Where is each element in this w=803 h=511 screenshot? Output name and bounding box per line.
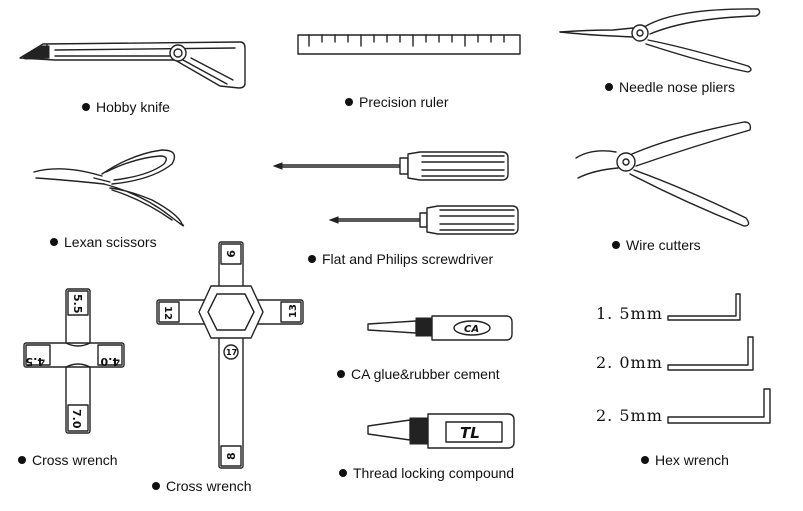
thread-locking-text: Thread locking compound [353,465,515,481]
screwdriver-text: Flat and Philips screwdriver [322,251,494,267]
needle-nose-pliers-text: Needle nose pliers [619,79,735,95]
wire-cutters-text: Wire cutters [626,237,701,253]
hobby-knife-label: Hobby knife [82,99,170,115]
large-cross-wrench-illustration: 5.5 9 12 13 17 8 [156,241,304,469]
tl-mark: TL [460,424,480,442]
hex-wrench-label: Hex wrench [641,452,729,468]
bullet-dot [612,241,620,249]
thread-locking-label: Thread locking compound [339,465,514,481]
hex-wrench-text: Hex wrench [655,452,729,468]
hex-size-3: 2. 5mm [596,406,663,425]
large-wrench-size-right: 13 [288,304,299,318]
large-wrench-size-left: 12 [162,306,173,320]
cross-wrench-small-label: Cross wrench [18,452,118,468]
ca-glue-label: CA glue&rubber cement [337,366,500,382]
precision-ruler-text: Precision ruler [359,94,449,110]
bullet-dot [339,469,347,477]
lexan-scissors-label: Lexan scissors [50,234,157,250]
ca-glue-text: CA glue&rubber cement [351,366,500,382]
cross-wrench-large-text: Cross wrench [166,478,252,494]
thread-locking-illustration: TL [367,413,515,449]
needle-nose-pliers-illustration [559,8,761,73]
needle-nose-pliers-label: Needle nose pliers [605,79,735,95]
lexan-scissors-illustration [33,149,185,227]
bullet-dot [308,255,316,263]
hobby-knife-illustration [19,41,246,89]
large-wrench-size-center: 17 [226,348,237,357]
bullet-dot [50,238,58,246]
bullet-dot [152,482,160,490]
screwdriver-label: Flat and Philips screwdriver [308,251,493,267]
ca-glue-illustration: CA [367,315,513,341]
precision-ruler-illustration [297,34,521,55]
hex-size-2: 2. 0mm [596,353,663,372]
bullet-dot [641,456,649,464]
hex-wrench-illustration [667,293,771,424]
wrench-size-right: 4.0 [100,355,120,368]
wrench-size-left: 4.5 [26,355,46,368]
wire-cutters-label: Wire cutters [612,237,701,253]
bullet-dot [82,103,90,111]
bullet-dot [345,98,353,106]
large-wrench-size-bottom: 8 [225,452,238,460]
precision-ruler-label: Precision ruler [345,94,448,110]
small-cross-wrench-illustration: 5.5 4.5 4.0 7.0 [23,288,125,434]
cross-wrench-large-label: Cross wrench [152,478,252,494]
ca-mark: CA [464,324,479,335]
large-wrench-size-top: 9 [224,250,237,258]
wrench-size-bottom: 7.0 [70,409,83,429]
wrench-size-top: 5.5 [71,294,84,314]
screwdrivers-illustration [272,151,519,235]
wire-cutters-illustration [575,121,752,227]
cross-wrench-small-text: Cross wrench [32,452,118,468]
hex-size-1: 1. 5mm [596,304,663,323]
bullet-dot [18,456,26,464]
lexan-scissors-text: Lexan scissors [64,234,157,250]
bullet-dot [337,370,345,378]
bullet-dot [605,83,613,91]
hobby-knife-text: Hobby knife [96,99,170,115]
